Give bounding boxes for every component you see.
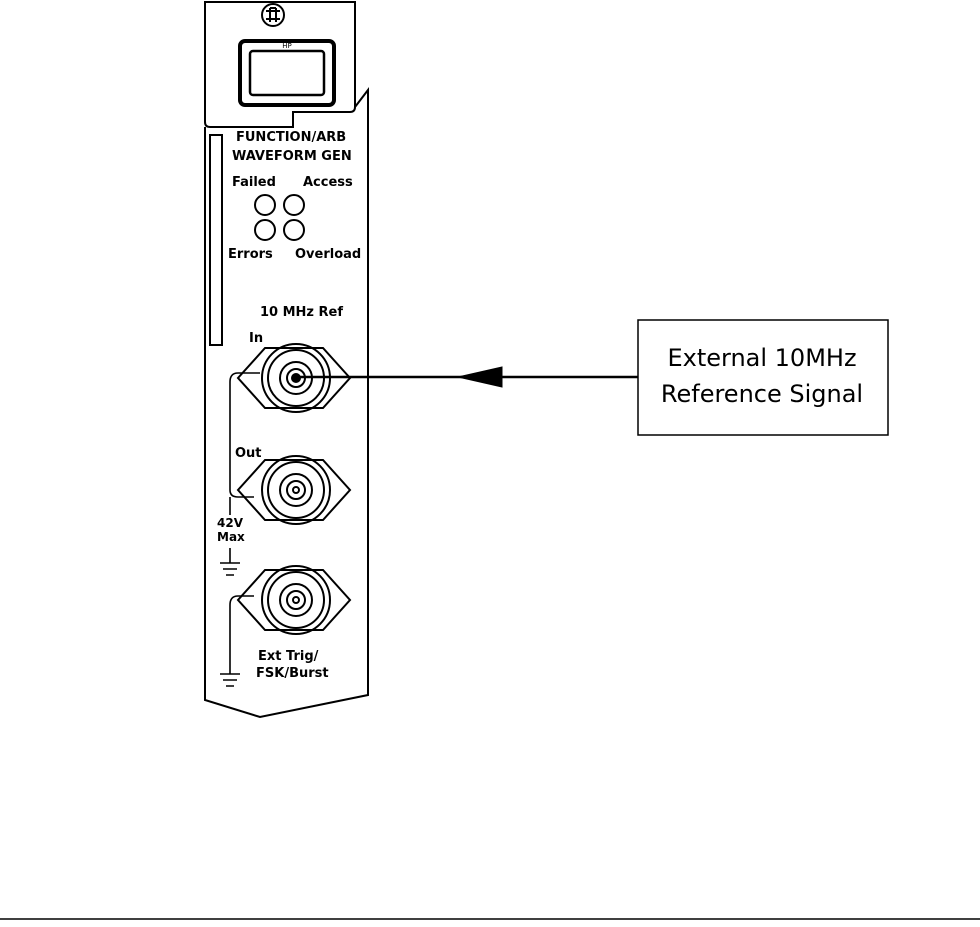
failed-label: Failed (232, 175, 276, 190)
access-label: Access (303, 175, 353, 190)
errors-label: Errors (228, 247, 273, 262)
errors-led (254, 219, 276, 241)
left-rail (209, 134, 223, 346)
callout-line1: External 10MHz (667, 344, 856, 372)
in-label: In (249, 331, 263, 346)
ground-icon (220, 548, 240, 576)
module-panel (204, 1, 369, 719)
panel-title-line1: FUNCTION/ARB (236, 130, 346, 145)
access-led (283, 194, 305, 216)
failed-led (254, 194, 276, 216)
handle-window (238, 39, 336, 107)
voltage-label-line1: 42V (217, 516, 244, 530)
handle-label: HP (282, 42, 292, 50)
overload-label: Overload (295, 247, 361, 262)
reference-signal-box: External 10MHz Reference Signal (637, 319, 889, 436)
trig-label-line1: Ext Trig/ (258, 649, 319, 664)
trig-label-line2: FSK/Burst (256, 666, 329, 681)
signal-arrow (296, 366, 638, 388)
ground-icon (220, 665, 240, 687)
panel-title-line2: WAVEFORM GEN (232, 149, 352, 164)
bnc-connector-in (236, 343, 352, 413)
callout-line2: Reference Signal (661, 380, 863, 408)
overload-led (283, 219, 305, 241)
out-label: Out (235, 446, 262, 461)
bnc-connector-out (236, 455, 352, 525)
voltage-label-line2: Max (217, 530, 245, 544)
bnc-connector-ext-trig (236, 565, 352, 635)
screw-icon (261, 3, 285, 27)
ref-section-label: 10 MHz Ref (260, 305, 343, 320)
ground-wiring (229, 372, 260, 665)
